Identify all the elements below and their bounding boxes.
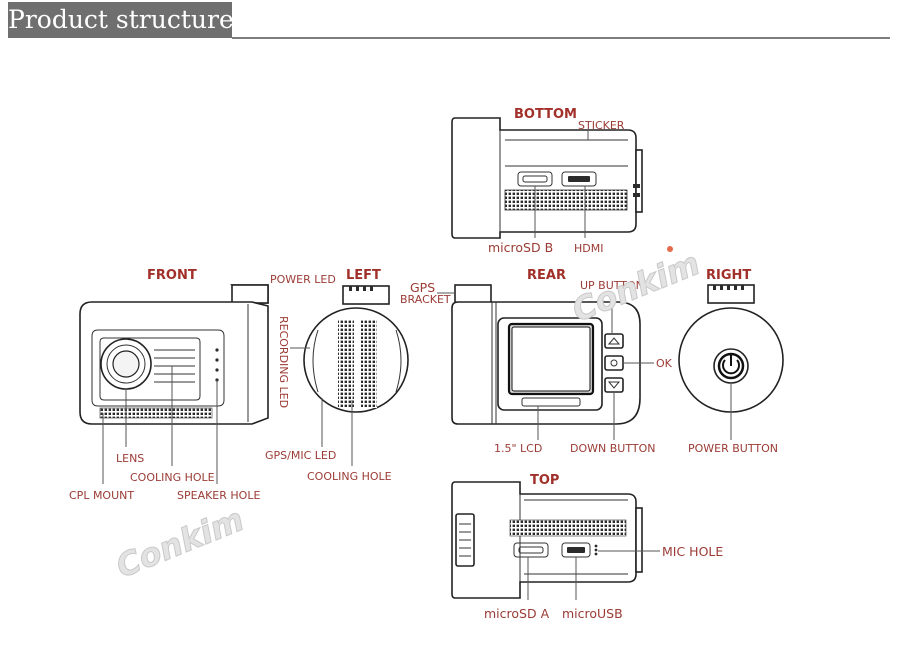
- callout-down-button: DOWN BUTTON: [570, 442, 655, 455]
- callout-cooling-hole-front: COOLING HOLE: [130, 471, 215, 484]
- callout-hdmi: HDMI: [574, 242, 603, 255]
- callout-bracket: BRACKET: [400, 293, 451, 306]
- callout-cpl-mount: CPL MOUNT: [69, 489, 134, 502]
- callout-up-button: UP BUTTON: [580, 279, 644, 292]
- callout-gps-mic-led: GPS/MIC LED: [265, 449, 336, 462]
- view-title-top: TOP: [530, 473, 559, 488]
- header-rule: [232, 37, 890, 39]
- callout-mic-hole: MIC HOLE: [662, 544, 723, 559]
- rear-view: [437, 284, 654, 440]
- callout-microsd-b: microSD B: [488, 240, 553, 255]
- callout-sticker: STICKER: [578, 119, 625, 132]
- callout-microsd-a: microSD A: [484, 606, 550, 621]
- callout-speaker-hole: SPEAKER HOLE: [177, 489, 260, 502]
- view-title-rear: REAR: [527, 268, 566, 283]
- bottom-view: [451, 117, 643, 239]
- view-title-right: RIGHT: [706, 268, 751, 283]
- left-view: [290, 285, 409, 466]
- page-title: Product structure: [8, 5, 234, 34]
- top-view: [451, 481, 660, 600]
- right-view: [678, 284, 784, 440]
- callout-cooling-hole-left: COOLING HOLE: [307, 470, 392, 483]
- watermark-conkim-bottom: Conkim: [111, 500, 249, 585]
- callout-power-led: POWER LED: [270, 273, 336, 286]
- view-title-bottom: BOTTOM: [514, 107, 577, 122]
- header-banner: [8, 2, 232, 38]
- callout-ok: OK: [656, 357, 673, 370]
- callout-lcd: 1.5" LCD: [494, 442, 542, 455]
- callout-gps: GPS: [410, 280, 435, 295]
- callout-microusb: microUSB: [562, 606, 623, 621]
- view-title-left: LEFT: [346, 268, 381, 283]
- callout-lens: LENS: [116, 452, 144, 465]
- callout-recording-led: RECORDING LED: [277, 316, 290, 408]
- watermark-dot-icon: [667, 246, 673, 252]
- front-view: [79, 284, 269, 484]
- view-title-front: FRONT: [147, 268, 197, 283]
- callout-power-button: POWER BUTTON: [688, 442, 778, 455]
